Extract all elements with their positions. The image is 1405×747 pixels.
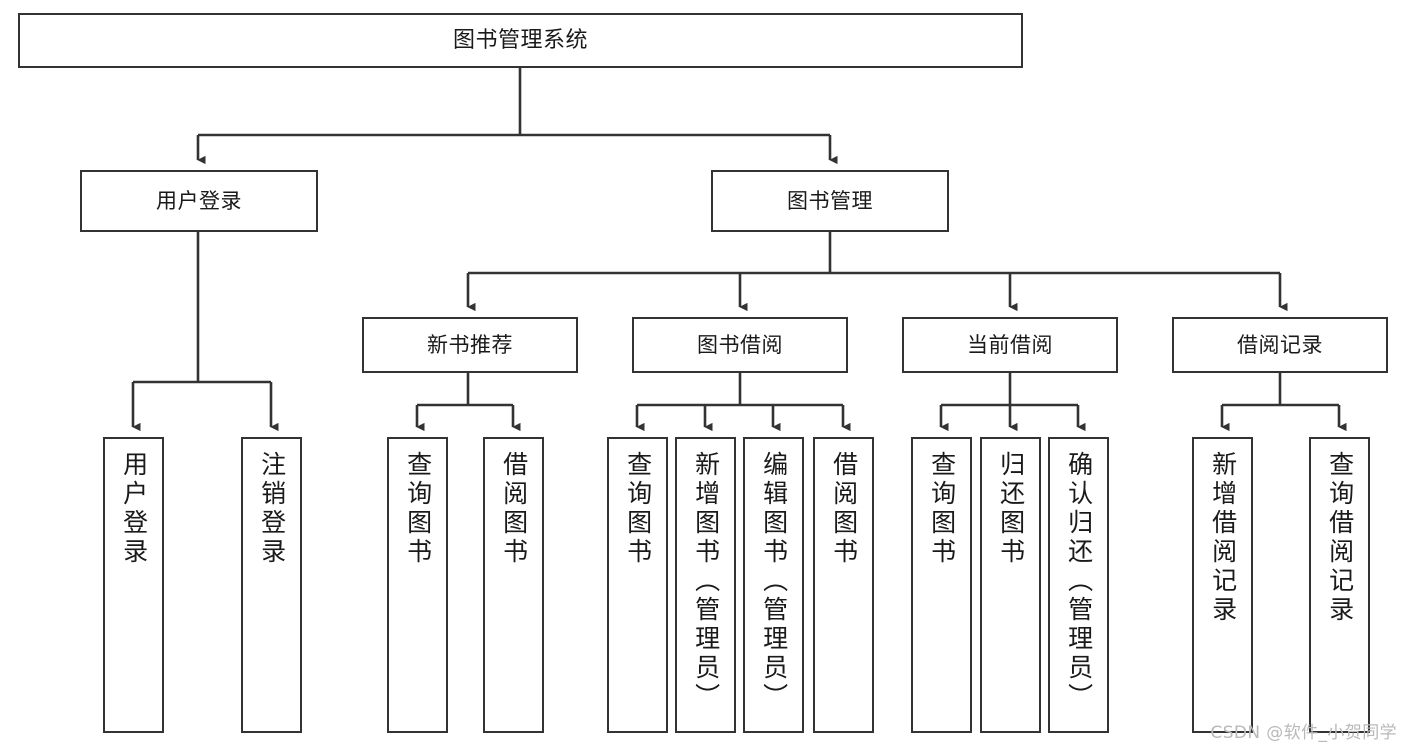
node-label: 图书借阅 <box>697 332 783 357</box>
leaf-confirm-return-admin[interactable]: 确认归还（管理员） <box>1048 437 1109 733</box>
leaf-add-borrow-record[interactable]: 新增借阅记录 <box>1192 437 1253 733</box>
node-label: 查询借阅记录 <box>1325 451 1355 625</box>
node-label: 图书管理系统 <box>452 27 588 53</box>
leaf-query-book-current[interactable]: 查询图书 <box>911 437 972 733</box>
node-label: 归还图书 <box>996 451 1026 567</box>
node-label: 新增图书（管理员） <box>691 451 721 712</box>
node-borrow-record[interactable]: 借阅记录 <box>1172 317 1388 373</box>
leaf-query-borrow-record[interactable]: 查询借阅记录 <box>1309 437 1370 733</box>
leaf-user-login[interactable]: 用户登录 <box>103 437 164 733</box>
leaf-add-book-admin[interactable]: 新增图书（管理员） <box>675 437 736 733</box>
node-root-system[interactable]: 图书管理系统 <box>18 13 1023 68</box>
node-label: 注销登录 <box>257 451 287 567</box>
node-label: 查询图书 <box>623 451 653 567</box>
node-label: 当前借阅 <box>967 332 1053 357</box>
node-label: 借阅图书 <box>499 451 529 567</box>
node-label: 用户登录 <box>156 188 242 213</box>
node-book-manage[interactable]: 图书管理 <box>711 170 949 232</box>
node-label: 借阅记录 <box>1237 332 1323 357</box>
node-label: 图书管理 <box>787 188 873 213</box>
node-user-login[interactable]: 用户登录 <box>80 170 318 232</box>
leaf-borrow-book-borrow[interactable]: 借阅图书 <box>813 437 874 733</box>
leaf-user-logout[interactable]: 注销登录 <box>241 437 302 733</box>
leaf-query-book-borrow[interactable]: 查询图书 <box>607 437 668 733</box>
node-label: 新增借阅记录 <box>1208 451 1238 625</box>
node-current-borrow[interactable]: 当前借阅 <box>902 317 1118 373</box>
node-label: 查询图书 <box>927 451 957 567</box>
leaf-return-book[interactable]: 归还图书 <box>980 437 1041 733</box>
leaf-borrow-book-newbook[interactable]: 借阅图书 <box>483 437 544 733</box>
csdn-watermark: CSDN @软件_小贺同学 <box>1210 723 1397 743</box>
node-label: 确认归还（管理员） <box>1064 451 1094 712</box>
node-label: 借阅图书 <box>829 451 859 567</box>
node-label: 用户登录 <box>119 451 149 567</box>
node-label: 编辑图书（管理员） <box>759 451 789 712</box>
node-book-borrow[interactable]: 图书借阅 <box>632 317 848 373</box>
leaf-query-book-newbook[interactable]: 查询图书 <box>387 437 448 733</box>
leaf-edit-book-admin[interactable]: 编辑图书（管理员） <box>743 437 804 733</box>
node-label: 查询图书 <box>403 451 433 567</box>
node-new-book-recommend[interactable]: 新书推荐 <box>362 317 578 373</box>
node-label: 新书推荐 <box>427 332 513 357</box>
